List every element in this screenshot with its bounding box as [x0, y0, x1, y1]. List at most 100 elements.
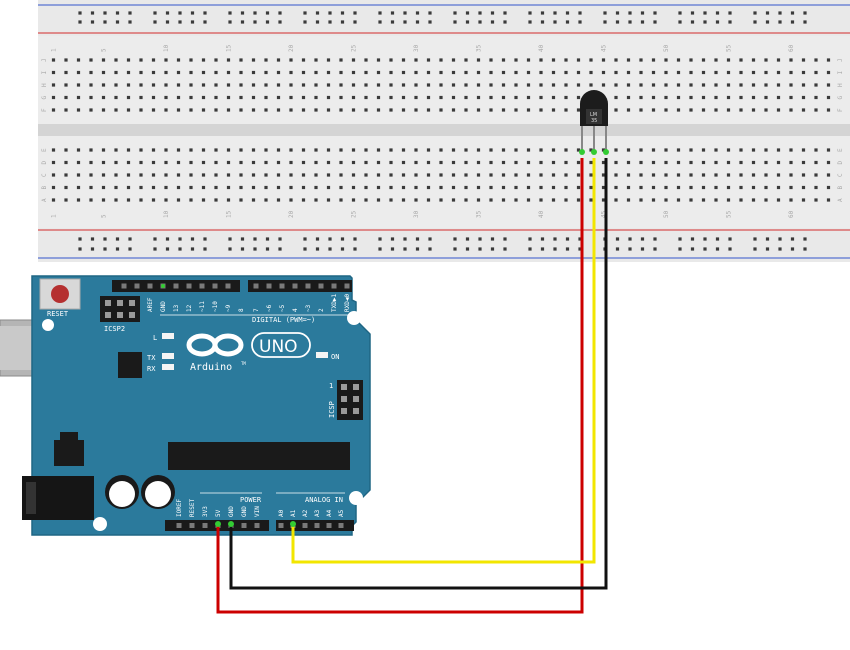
breadboard-hole — [739, 160, 743, 165]
rail-hole — [153, 11, 157, 15]
breadboard-hole — [701, 70, 706, 75]
breadboard-hole — [501, 95, 506, 100]
rail-hole — [553, 247, 557, 251]
breadboard-hole — [601, 198, 606, 202]
breadboard-hole — [439, 83, 443, 87]
header-pin — [331, 283, 337, 289]
breadboard-hole — [776, 160, 781, 165]
breadboard-hole — [114, 160, 118, 165]
breadboard-hole — [676, 58, 681, 62]
breadboard-hole — [814, 160, 818, 165]
breadboard-hole — [789, 173, 793, 177]
breadboard-hole — [439, 95, 443, 100]
row-letter: G — [837, 96, 844, 100]
rail-hole — [390, 237, 395, 241]
rail-hole — [503, 247, 507, 251]
breadboard-hole — [314, 83, 318, 87]
breadboard-hole — [426, 160, 431, 165]
breadboard-hole — [301, 95, 306, 100]
breadboard-hole — [276, 185, 281, 190]
breadboard-hole — [351, 173, 356, 177]
sensor-face — [586, 109, 602, 124]
breadboard-hole — [326, 173, 331, 177]
header-pin — [186, 283, 192, 289]
rail-hole — [315, 20, 320, 24]
breadboard-hole — [226, 173, 231, 177]
rail-hole — [378, 20, 382, 24]
rail-hole — [715, 237, 720, 241]
breadboard-hole — [689, 95, 693, 100]
rail-hole — [378, 11, 382, 15]
breadboard-hole — [351, 198, 356, 202]
breadboard-hole — [226, 185, 231, 190]
breadboard-hole — [426, 173, 431, 177]
breadboard-hole — [51, 160, 56, 165]
breadboard-hole — [76, 148, 81, 152]
breadboard-hole — [489, 58, 493, 62]
breadboard-hole — [426, 148, 431, 152]
breadboard-hole — [626, 58, 631, 62]
breadboard-hole — [189, 95, 193, 100]
rail-hole — [90, 247, 95, 251]
breadboard-hole — [539, 173, 543, 177]
rail-hole — [153, 20, 157, 24]
breadboard-hole — [701, 108, 706, 112]
breadboard-hole — [539, 83, 543, 87]
header-pin — [338, 523, 344, 528]
reset-button-cap[interactable] — [51, 285, 69, 303]
breadboard-hole — [176, 185, 181, 190]
breadboard-hole — [76, 95, 81, 100]
breadboard-hole — [789, 108, 793, 112]
breadboard-hole — [714, 173, 718, 177]
rail-hole — [578, 20, 582, 24]
breadboard-hole — [514, 198, 518, 202]
sensor-label-1: LM — [590, 112, 597, 118]
breadboard-hole — [51, 198, 56, 202]
rail-hole — [465, 237, 470, 241]
led-tx-label: TX — [147, 354, 156, 362]
breadboard-hole — [301, 160, 306, 165]
breadboard-hole — [714, 95, 718, 100]
breadboard-hole — [389, 58, 393, 62]
rail-hole — [628, 11, 632, 15]
rail-hole — [190, 11, 195, 15]
breadboard-hole — [64, 173, 68, 177]
breadboard-hole — [376, 173, 381, 177]
breadboard-hole — [239, 148, 243, 152]
breadboard-hole — [589, 173, 593, 177]
breadboard-hole — [614, 198, 618, 202]
breadboard-hole — [51, 148, 56, 152]
breadboard-hole — [764, 70, 768, 75]
breadboard-hole — [239, 108, 243, 112]
breadboard-hole — [364, 185, 368, 190]
breadboard-hole — [64, 108, 68, 112]
breadboard-hole — [401, 185, 406, 190]
breadboard-hole — [714, 108, 718, 112]
breadboard-hole — [139, 83, 143, 87]
breadboard-hole — [639, 198, 643, 202]
power-pin-label: GND — [228, 506, 235, 517]
breadboard-hole — [389, 160, 393, 165]
breadboard-hole — [689, 185, 693, 190]
breadboard-hole — [614, 70, 618, 75]
rail-hole — [678, 20, 682, 24]
rail-hole — [553, 237, 557, 241]
analog-pin-label: A1 — [290, 509, 297, 517]
breadboard-hole — [351, 185, 356, 190]
breadboard-hole — [826, 173, 831, 177]
column-number: 35 — [476, 44, 483, 52]
breadboard-hole — [126, 160, 131, 165]
breadboard-hole — [151, 108, 156, 112]
digital-pin-label: GND — [160, 301, 167, 312]
breadboard-hole — [801, 58, 806, 62]
rail-hole — [453, 20, 457, 24]
breadboard-hole — [89, 70, 93, 75]
rail-hole — [203, 247, 207, 251]
breadboard-hole — [464, 83, 468, 87]
rail-hole — [190, 237, 195, 241]
rail-hole — [753, 247, 757, 251]
breadboard-hole — [276, 70, 281, 75]
rail-hole — [403, 237, 407, 241]
rail-hole — [265, 237, 270, 241]
